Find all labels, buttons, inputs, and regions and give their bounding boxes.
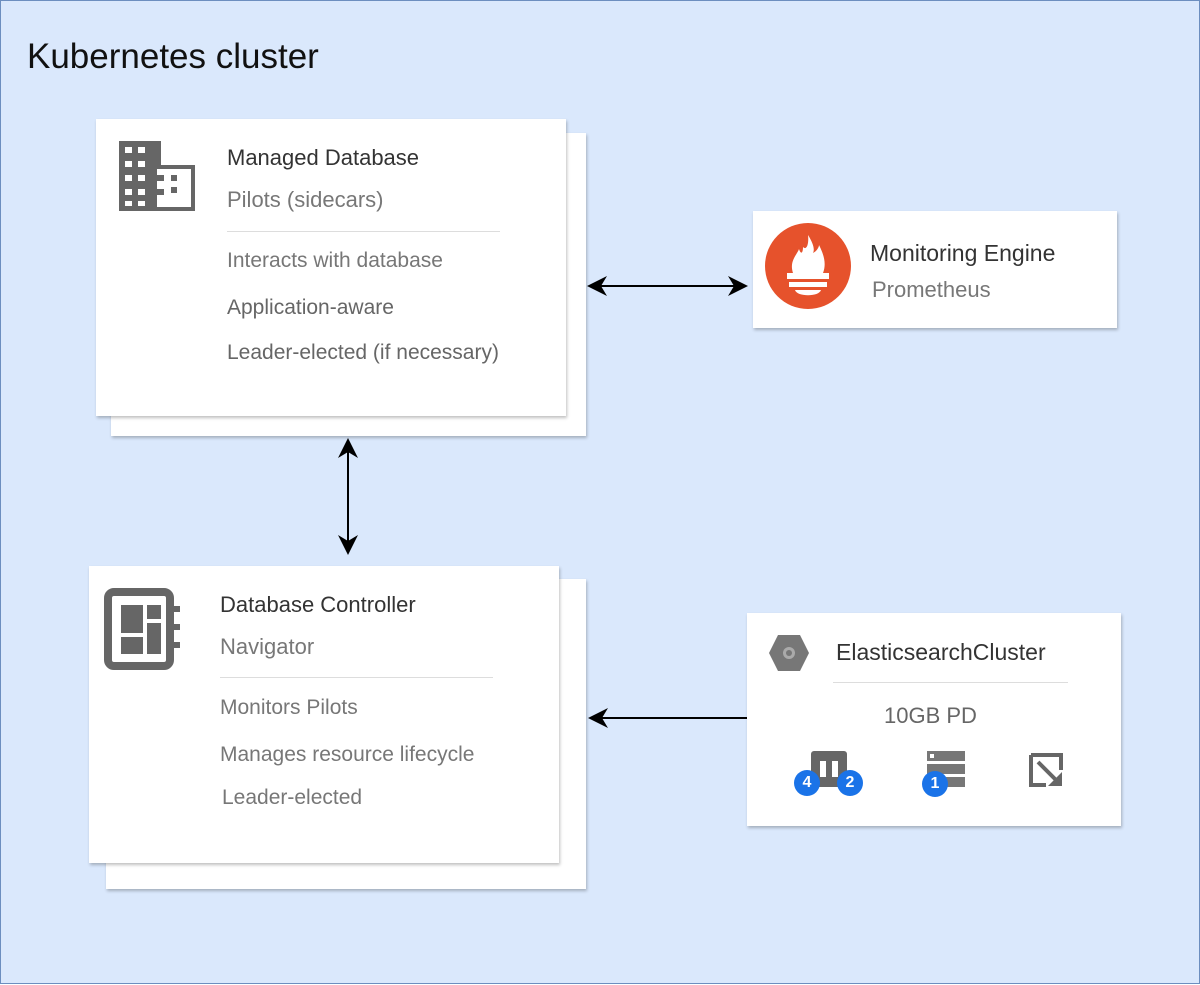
- building-icon: [119, 141, 195, 211]
- list-item: Monitors Pilots: [220, 696, 358, 719]
- storage-label: 10GB PD: [884, 703, 977, 728]
- elasticsearch-cluster-card[interactable]: ElasticsearchCluster 10GB PD 4 2 1: [747, 613, 1121, 826]
- cluster-title: Kubernetes cluster: [27, 37, 319, 76]
- badge: 4: [794, 770, 820, 796]
- resize-arrow-icon[interactable]: [1028, 752, 1066, 790]
- list-item: Leader-elected (if necessary): [227, 341, 499, 364]
- list-item: Interacts with database: [227, 249, 443, 272]
- hexagon-disk-icon: [769, 635, 809, 671]
- divider: [227, 231, 500, 232]
- chip-icon: [104, 588, 180, 670]
- list-item: Application-aware: [227, 296, 394, 319]
- database-controller-subtitle: Navigator: [220, 634, 315, 659]
- managed-database-card[interactable]: Managed Database Pilots (sidecars) Inter…: [96, 119, 566, 416]
- divider: [220, 677, 493, 678]
- managed-database-subtitle: Pilots (sidecars): [227, 187, 384, 212]
- prometheus-icon: [765, 223, 851, 309]
- badge: 1: [922, 771, 948, 797]
- monitoring-engine-subtitle: Prometheus: [872, 277, 991, 302]
- list-item: Manages resource lifecycle: [220, 743, 475, 766]
- monitoring-engine-card[interactable]: Monitoring Engine Prometheus: [753, 211, 1117, 328]
- badge: 2: [837, 770, 863, 796]
- managed-database-title: Managed Database: [227, 145, 420, 170]
- database-controller-card[interactable]: Database Controller Navigator Monitors P…: [89, 566, 559, 863]
- monitoring-engine-title: Monitoring Engine: [870, 240, 1056, 266]
- database-controller-title: Database Controller: [220, 592, 416, 617]
- list-item: Leader-elected: [222, 786, 363, 809]
- elasticsearch-cluster-title: ElasticsearchCluster: [836, 639, 1046, 665]
- divider: [833, 682, 1068, 683]
